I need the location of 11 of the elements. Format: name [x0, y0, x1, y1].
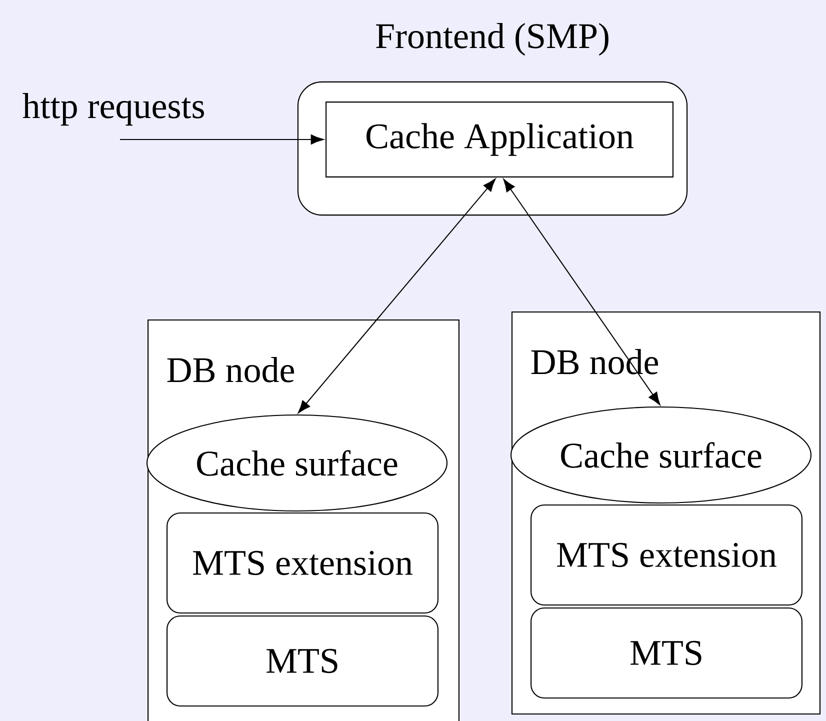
arrow	[503, 178, 660, 406]
input-label: http requests	[22, 93, 204, 126]
layer-box: MTS	[530, 607, 802, 699]
node-label: Frontend (SMP)	[376, 23, 608, 56]
arrow	[120, 134, 324, 144]
node-label: Cache surface	[561, 442, 762, 468]
application-box: Cache Application	[326, 102, 674, 178]
arrow	[298, 178, 496, 414]
layer-box: MTS	[166, 615, 438, 707]
layer-box: MTS extension	[530, 504, 802, 606]
layer-box: MTS extension	[166, 512, 438, 614]
